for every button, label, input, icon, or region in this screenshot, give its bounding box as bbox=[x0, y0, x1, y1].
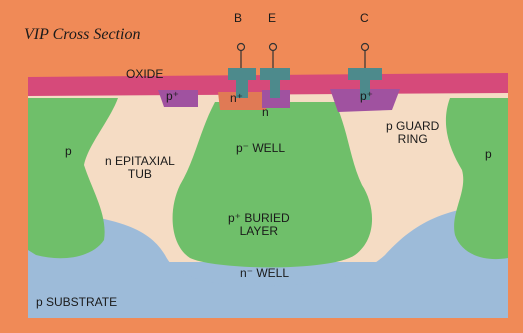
p-plus-base-label: p⁺ bbox=[166, 90, 179, 103]
terminal-e-label: E bbox=[268, 12, 276, 25]
p-minus-well-label: p⁻ WELL bbox=[236, 142, 285, 155]
diagram-title: VIP Cross Section bbox=[24, 26, 140, 44]
p-plus-collector-label: p⁺ bbox=[360, 90, 373, 103]
p-substrate-label: p SUBSTRATE bbox=[36, 296, 117, 309]
oxide-label: OXIDE bbox=[126, 68, 163, 81]
n-base-label: n bbox=[262, 106, 269, 119]
p-guard-ring-label: p GUARD RING bbox=[386, 120, 439, 146]
terminal-c-label: C bbox=[360, 12, 369, 25]
terminal-b-node bbox=[238, 44, 245, 51]
p-left-label: p bbox=[65, 145, 72, 158]
terminal-e-node bbox=[270, 44, 277, 51]
p-plus-buried-layer-label: p⁺ BURIED LAYER bbox=[228, 212, 290, 238]
n-plus-emitter-label: n⁺ bbox=[230, 92, 243, 105]
n-minus-well-label: n⁻ WELL bbox=[240, 267, 289, 280]
n-epitaxial-tub-label: n EPITAXIAL TUB bbox=[105, 155, 175, 181]
terminal-b-label: B bbox=[234, 12, 242, 25]
terminal-c-node bbox=[362, 44, 369, 51]
p-right-label: p bbox=[485, 148, 492, 161]
